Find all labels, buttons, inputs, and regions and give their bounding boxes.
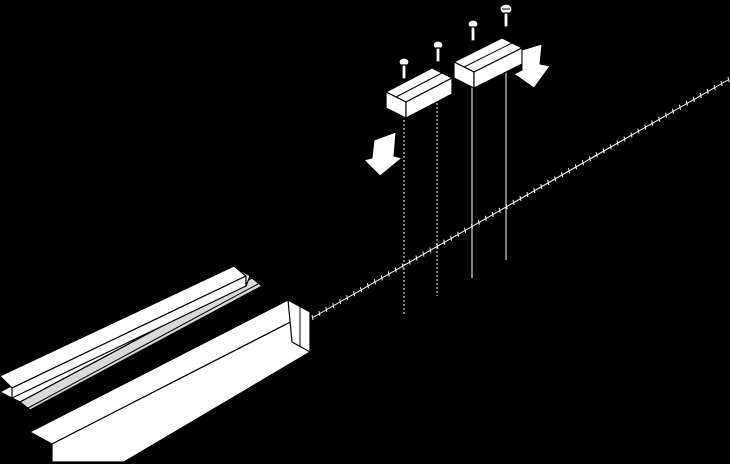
axis-tick bbox=[443, 239, 446, 245]
axis-tick bbox=[380, 275, 383, 281]
clamp-left bbox=[385, 67, 453, 119]
axis-tick bbox=[366, 283, 369, 289]
axis-tick bbox=[561, 172, 564, 178]
axis-tick bbox=[415, 255, 418, 261]
axis-tick bbox=[429, 247, 432, 253]
alignment-guides bbox=[403, 58, 507, 315]
screw-icon bbox=[398, 57, 410, 80]
axis-tick bbox=[672, 108, 675, 114]
arrows bbox=[363, 43, 551, 177]
axis-tick bbox=[373, 279, 376, 285]
axis-tick bbox=[602, 148, 605, 154]
axis-tick bbox=[450, 235, 453, 241]
profile-end bbox=[287, 299, 311, 353]
axis-tick bbox=[325, 306, 328, 313]
axis-tick bbox=[408, 259, 411, 265]
axis-tick bbox=[678, 104, 681, 110]
axis-tick bbox=[464, 227, 467, 233]
axis-tick bbox=[554, 176, 557, 182]
axis-tick bbox=[644, 124, 647, 130]
axis-tick bbox=[477, 219, 480, 225]
axis-tick bbox=[574, 164, 577, 170]
axis-ticks bbox=[311, 76, 730, 321]
axis-tick bbox=[498, 207, 501, 213]
axis-tick bbox=[665, 112, 668, 118]
axis-tick bbox=[609, 144, 612, 150]
axis-tick bbox=[616, 140, 619, 146]
axis-tick bbox=[630, 132, 633, 138]
clamp-right bbox=[453, 37, 523, 89]
axis-tick bbox=[637, 128, 640, 134]
axis-tick bbox=[540, 184, 543, 190]
axis-tick bbox=[332, 303, 335, 309]
axis-tick bbox=[318, 310, 321, 317]
screw-icon bbox=[432, 40, 444, 63]
axis-tick bbox=[484, 215, 487, 221]
axis-tick bbox=[727, 76, 730, 83]
axis-tick bbox=[581, 160, 584, 166]
axis-tick bbox=[699, 92, 702, 98]
screw-icon bbox=[467, 19, 479, 42]
axis-tick bbox=[651, 120, 654, 126]
axis-line bbox=[311, 79, 729, 319]
axis-tick bbox=[353, 291, 356, 297]
down-arrow-icon bbox=[363, 131, 404, 177]
axis-tick bbox=[588, 156, 591, 162]
axis-tick bbox=[457, 231, 460, 237]
axis-tick bbox=[512, 199, 515, 206]
axis-tick bbox=[713, 84, 716, 91]
axis-tick bbox=[346, 295, 349, 301]
axis-tick bbox=[568, 168, 571, 174]
axis-tick bbox=[720, 80, 723, 87]
axis-tick bbox=[422, 251, 425, 257]
axis-tick bbox=[692, 96, 695, 102]
cover-strip bbox=[0, 265, 251, 399]
axis-tick bbox=[311, 314, 314, 321]
profile-front bbox=[51, 311, 311, 463]
axis-tick bbox=[547, 180, 550, 186]
screws bbox=[398, 3, 513, 80]
cover-end bbox=[233, 265, 251, 287]
axis-tick bbox=[360, 287, 363, 293]
axis-tick bbox=[491, 211, 494, 217]
axis-tick bbox=[394, 267, 397, 273]
axis-tick bbox=[526, 191, 529, 198]
axis-tick bbox=[401, 263, 404, 269]
screw-icon bbox=[499, 3, 513, 28]
axis-tick bbox=[533, 187, 536, 194]
axis-tick bbox=[658, 116, 661, 122]
axis-tick bbox=[706, 88, 709, 94]
clamp-left-front bbox=[405, 77, 453, 119]
mounting-axis bbox=[311, 76, 730, 321]
axis-tick bbox=[339, 299, 342, 305]
axis-tick bbox=[519, 195, 522, 202]
axis-tick bbox=[387, 271, 390, 277]
axis-tick bbox=[685, 100, 688, 106]
base-profile bbox=[0, 267, 311, 463]
axis-tick bbox=[595, 152, 598, 158]
down-arrow-icon bbox=[513, 43, 551, 89]
axis-tick bbox=[623, 136, 626, 142]
